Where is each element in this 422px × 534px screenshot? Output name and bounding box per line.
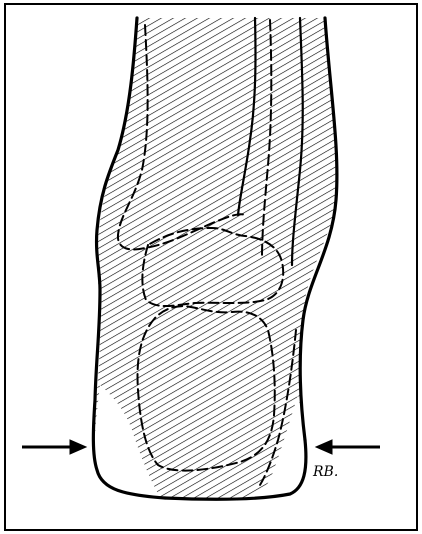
right-arrow-icon (316, 440, 380, 454)
left-arrow-icon (22, 440, 86, 454)
artist-signature: RB. (312, 464, 338, 480)
